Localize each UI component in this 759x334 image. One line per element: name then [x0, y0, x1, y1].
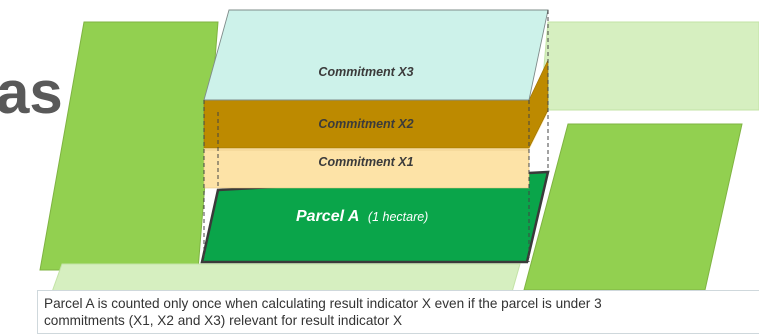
left-field — [39, 21, 219, 271]
bottom-field — [51, 263, 521, 293]
right-back-field — [539, 21, 759, 111]
parcel-a-label: Parcel A (1 hectare) — [296, 208, 428, 225]
caption-line-1: Parcel A is counted only once when calcu… — [44, 296, 602, 311]
commitment-x1-label: Commitment X1 — [318, 155, 413, 169]
heading-fragment: as — [0, 59, 63, 126]
projection-lines — [203, 10, 549, 262]
commitment-x3-layer — [203, 9, 549, 101]
parcel-a-name: Parcel A — [296, 208, 359, 225]
commitment-x2-label: Commitment X2 — [318, 117, 413, 131]
parcel-a-area: (1 hectare) — [368, 210, 428, 224]
caption-line-2: commitments (X1, X2 and X3) relevant for… — [44, 313, 403, 328]
caption-box: Parcel A is counted only once when calcu… — [37, 290, 759, 334]
right-front-field — [523, 123, 743, 291]
commitment-x3-label: Commitment X3 — [318, 65, 413, 79]
